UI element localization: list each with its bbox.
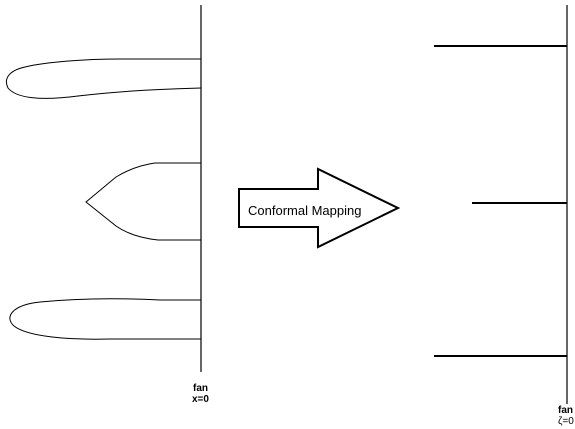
center-body-profile	[85, 162, 201, 241]
lower-nacelle-profile	[9, 298, 201, 340]
left-coordinate-label: x=0	[192, 394, 209, 405]
mapped-plane	[434, 5, 568, 404]
right-fan-label: fan	[558, 405, 573, 416]
upper-nacelle-profile	[5, 58, 202, 99]
physical-plane	[5, 5, 202, 372]
arrow-label: Conformal Mapping	[248, 203, 362, 218]
mapping-arrow	[238, 167, 401, 249]
right-coordinate-label: ζ=0	[558, 416, 574, 427]
left-fan-label: fan	[193, 383, 208, 394]
